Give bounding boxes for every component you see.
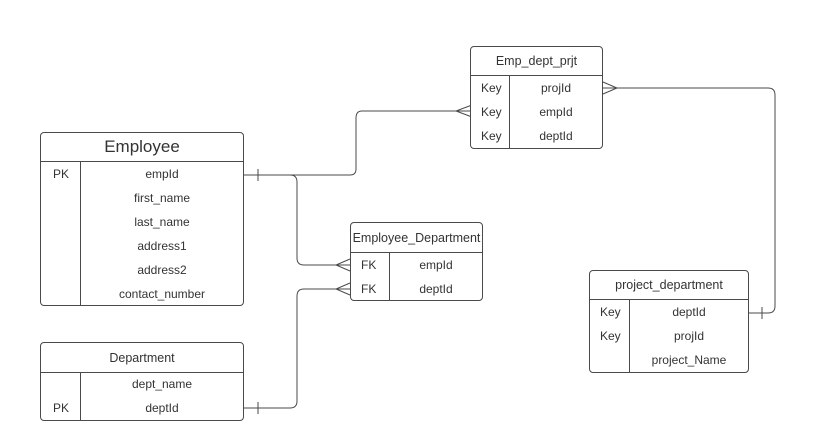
field-name: empId [145,167,179,181]
employee-empdeptprjt-connector [244,104,473,181]
field-name: projId [673,329,705,343]
field-name: deptId [672,305,706,319]
key-cell: Key [600,305,621,319]
field-name: projId [540,81,572,95]
field-name: empId [539,105,573,119]
entity-title: project_department [590,271,748,300]
column-divider [80,162,81,305]
entity-title: Emp_dept_prjt [471,47,602,76]
key-cell [590,348,629,372]
crow-foot-marker [602,81,619,95]
employee-department-entity[interactable]: Employee_Department FK empId FK deptId [350,222,483,301]
column-divider [629,300,630,372]
column-divider [389,253,390,300]
key-cell [43,258,80,282]
key-cell [43,234,80,258]
column-divider [509,76,510,148]
key-cell: Key [481,105,502,119]
project-department-entity[interactable]: project_department Key deptId Key projId… [589,270,749,373]
crow-foot-marker [334,282,351,296]
emp-dept-prjt-entity[interactable]: Emp_dept_prjt Key projId Key empId Key d… [470,46,603,149]
key-cell [43,186,80,210]
key-cell: Key [600,329,621,343]
key-cell [43,372,80,396]
employee-empdept-connector [289,174,351,272]
department-entity[interactable]: Department dept_name PK deptId [40,342,244,421]
field-name: project_Name [651,353,727,367]
department-empdept-connector [244,282,351,414]
field-name: deptId [539,129,573,143]
field-name: address1 [137,239,187,253]
key-cell: PK [53,167,70,181]
field-name: deptId [145,401,179,415]
crow-foot-marker [334,258,351,272]
field-name: deptId [419,282,453,296]
key-cell: FK [361,282,377,296]
entity-title: Department [41,343,243,373]
entity-title: Employee_Department [351,223,482,253]
crow-foot-marker [454,104,473,118]
field-name: last_name [134,215,190,229]
key-cell [43,210,80,234]
field-name: dept_name [131,377,193,391]
key-cell: FK [361,258,377,272]
field-name: empId [419,258,453,272]
field-name: address2 [137,263,187,277]
key-cell: Key [481,129,502,143]
key-cell: PK [53,401,70,415]
employee-entity[interactable]: Employee PK empId first_name last_name a… [40,132,244,306]
empdeptprjt-projectdept-connector [602,81,776,319]
key-cell [43,282,80,306]
column-divider [80,373,81,420]
field-name: first_name [133,191,191,205]
field-name: contact_number [118,287,206,301]
key-cell: Key [481,81,502,95]
entity-title: Employee [41,133,243,162]
